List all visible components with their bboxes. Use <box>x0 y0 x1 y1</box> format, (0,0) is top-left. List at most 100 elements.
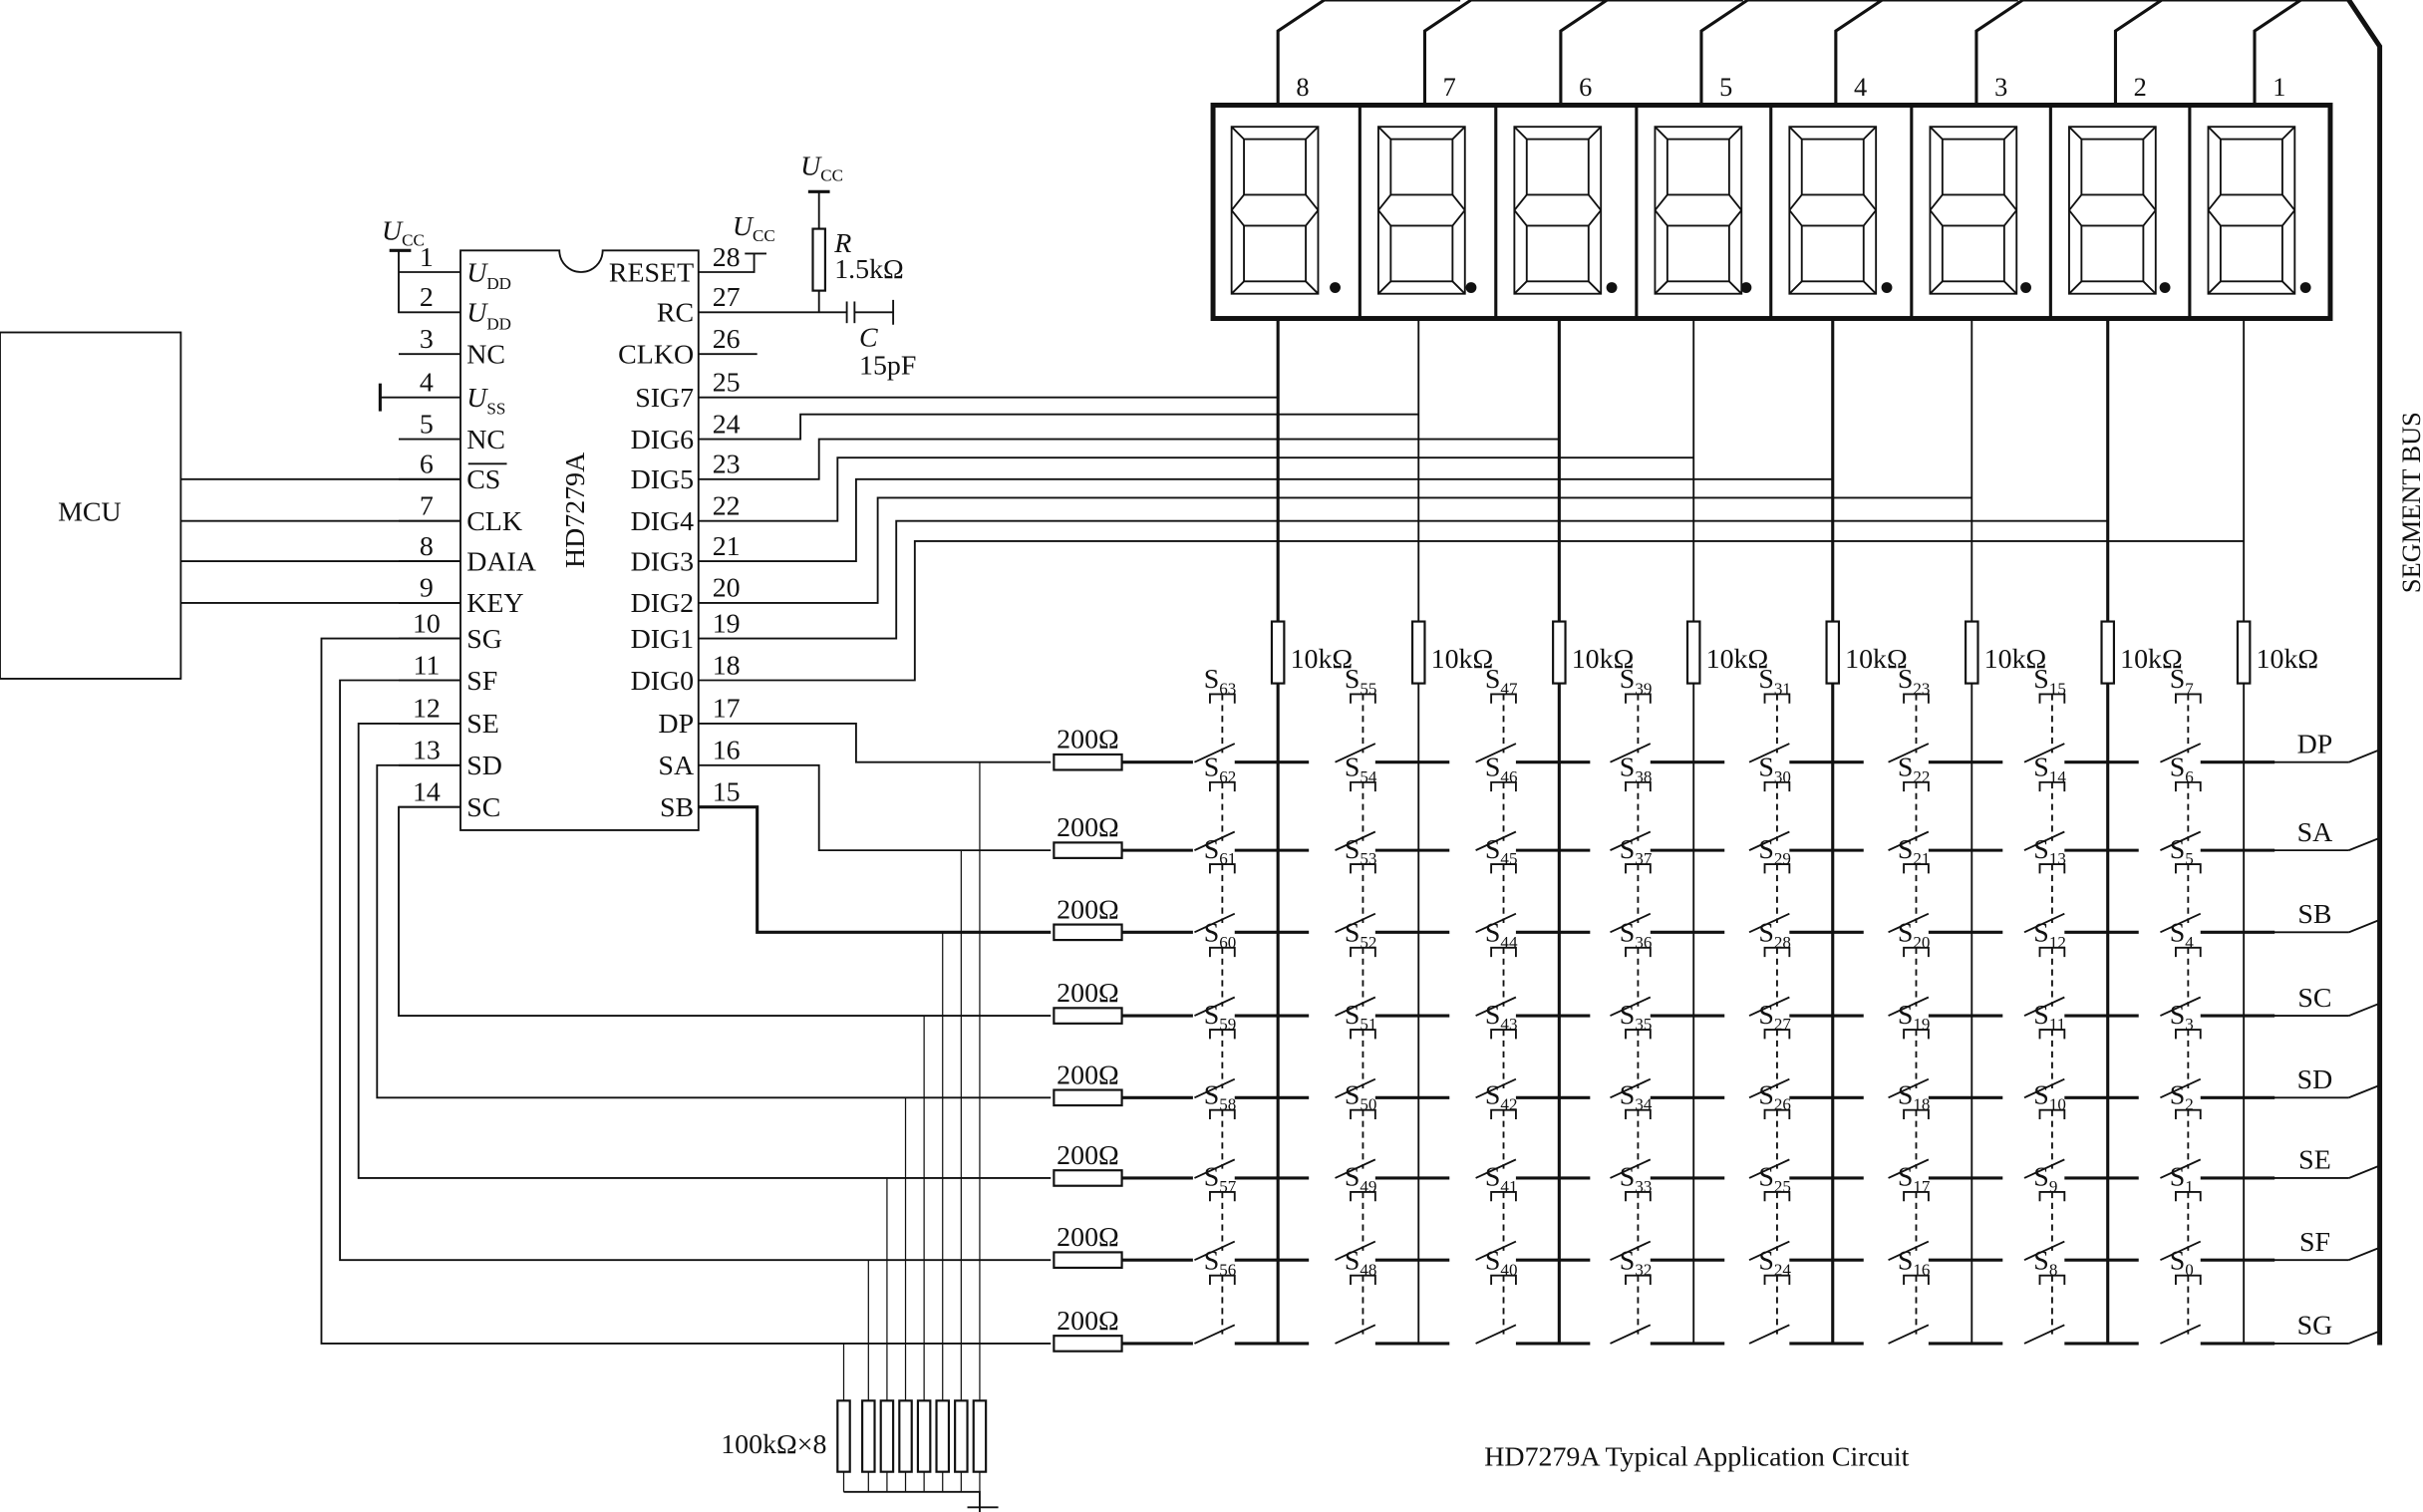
switch-label: S44 <box>1485 918 1518 952</box>
switch-label: S25 <box>1758 1162 1791 1196</box>
switch-blade <box>1748 743 1790 763</box>
switch-blade <box>1194 1077 1236 1099</box>
switch-blade <box>2160 1324 2202 1345</box>
switch-actuator <box>1209 1274 1236 1285</box>
left-pin-label: UDD <box>466 257 511 293</box>
switch-actuator <box>1350 1274 1376 1285</box>
segment-resistor-value: 200Ω <box>1057 812 1119 843</box>
segment-row-label: SD <box>2297 1064 2333 1095</box>
switch-label: S12 <box>2033 918 2066 952</box>
pulldown-resistor <box>916 1399 932 1473</box>
segment-route <box>376 763 1052 1099</box>
segment-upper <box>2219 138 2283 196</box>
decimal-point <box>1606 282 1618 293</box>
digit-label: 5 <box>1719 73 1732 102</box>
segment-resistor <box>1053 923 1123 942</box>
bus-tie <box>2348 1246 2380 1262</box>
segment-resistor <box>1053 753 1123 771</box>
switch-blade <box>1610 1324 1652 1345</box>
right-pin-label: DIG5 <box>631 464 695 495</box>
switch-label: S4 <box>2170 918 2195 952</box>
left-pin-number: 13 <box>413 736 441 766</box>
switch-blade <box>2023 912 2065 934</box>
segment-row-label: SB <box>2297 899 2331 930</box>
segment-resistor <box>1053 1007 1123 1025</box>
bus-tie <box>2348 1002 2380 1017</box>
digit-resistor-value: 10kΩ <box>1431 644 1494 675</box>
decimal-point <box>1465 282 1477 293</box>
switch-label: S50 <box>1345 1079 1377 1113</box>
switch-actuator <box>2038 1274 2066 1285</box>
segment-resistor <box>1053 1335 1123 1353</box>
switch-blade <box>1335 830 1376 851</box>
switch-label: S22 <box>1898 753 1931 786</box>
right-pin-number: 24 <box>713 409 741 440</box>
decimal-point <box>2020 282 2031 293</box>
left-pin-number: 5 <box>420 409 434 440</box>
switch-blade <box>1888 1158 1930 1179</box>
segment-bevels <box>1377 126 1466 295</box>
c-value: 15pF <box>859 350 916 381</box>
switch-blade <box>1610 830 1652 851</box>
digit-resistor-value: 10kΩ <box>1291 644 1354 675</box>
switch-label: S6 <box>2170 753 2195 786</box>
left-pin-number: 10 <box>413 608 441 639</box>
segment-bevels <box>1929 126 2017 295</box>
segment-lower <box>1941 224 2005 283</box>
segment-route <box>357 722 1052 1179</box>
right-pin-label: DIG3 <box>631 546 695 577</box>
bus-tie <box>2348 1084 2380 1099</box>
dig-route <box>698 539 2245 682</box>
right-pin-label: SIG7 <box>635 383 694 414</box>
digit-resistor-value: 10kΩ <box>1706 644 1769 675</box>
switch-blade <box>1610 912 1652 934</box>
switch-blade <box>1475 743 1517 763</box>
digit-resistor <box>1410 620 1426 685</box>
switch-blade <box>1748 1324 1790 1345</box>
switch-label: S52 <box>1345 918 1377 952</box>
segment-resistor-value: 200Ω <box>1057 1222 1119 1253</box>
segment-route <box>698 763 1052 852</box>
digit-common-line <box>2253 0 2349 106</box>
digit-resistor <box>1552 620 1567 685</box>
digit-common-line <box>1699 0 1884 106</box>
switch-label: S53 <box>1345 834 1377 868</box>
switch-label: S29 <box>1758 834 1791 868</box>
switch-label: S5 <box>2170 834 2194 868</box>
digit-common-line <box>1276 0 1461 106</box>
switch-blade <box>1888 743 1930 763</box>
switch-label: S23 <box>1898 664 1931 698</box>
switch-blade <box>1335 912 1376 934</box>
switch-label: S60 <box>1204 918 1237 952</box>
pulldown-resistor <box>861 1399 876 1473</box>
segment-resistor <box>1053 841 1123 859</box>
switch-actuator <box>1763 1274 1791 1285</box>
switch-blade <box>1194 830 1236 851</box>
segment-resistor <box>1053 1169 1123 1187</box>
switch-label: S19 <box>1898 1000 1931 1034</box>
switch-blade <box>2023 996 2065 1017</box>
switch-label: S49 <box>1345 1162 1377 1196</box>
switch-actuator <box>2175 1274 2202 1285</box>
switch-blade <box>1888 1240 1930 1262</box>
dig-route <box>698 477 1833 562</box>
switch-label: S1 <box>2170 1162 2194 1196</box>
left-pin-label: SD <box>466 751 502 781</box>
switch-blade <box>2160 1240 2202 1262</box>
segment-resistor <box>1053 1088 1123 1107</box>
switch-blade <box>1748 996 1790 1017</box>
switch-blade <box>1194 1240 1236 1262</box>
segment-upper <box>1243 138 1308 196</box>
segment-bevels <box>2207 126 2296 295</box>
switch-label: S33 <box>1620 1162 1653 1196</box>
right-pin-number: 28 <box>713 242 741 273</box>
switch-label: S61 <box>1204 834 1237 868</box>
left-pins: 1UDD2UDD3NC4USS5NC6CS7CLK8DAIA9KEY10SG11… <box>398 242 536 823</box>
switch-blade <box>2160 1077 2202 1099</box>
chip-body <box>459 249 700 831</box>
segment-row-label: SE <box>2298 1145 2331 1176</box>
left-pin-label: SE <box>466 709 499 740</box>
right-pin-label: SA <box>658 751 694 781</box>
switch-blade <box>2160 830 2202 851</box>
